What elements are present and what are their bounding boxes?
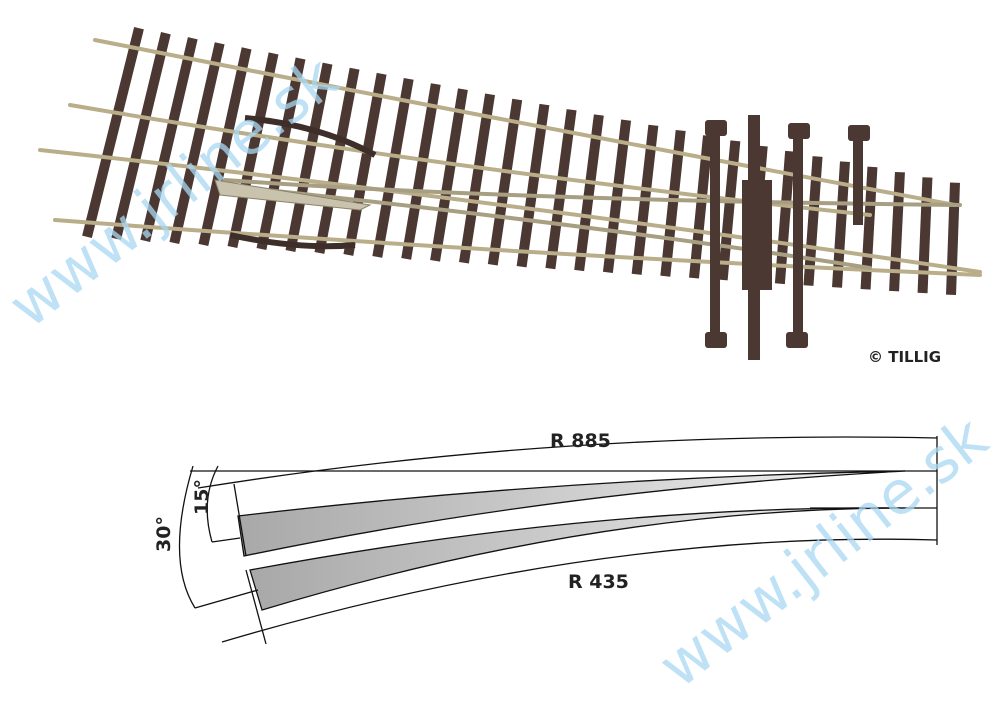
track-tie — [860, 166, 878, 290]
track-tie — [198, 47, 252, 247]
arc-r435 — [221, 538, 938, 643]
track-tie — [574, 114, 604, 272]
track-tie — [82, 26, 144, 239]
watermark: www.jrline.sk — [646, 403, 1000, 702]
track-tie — [140, 37, 198, 243]
track-tie — [889, 171, 905, 292]
track-tie — [832, 161, 850, 288]
track-tie — [343, 72, 387, 256]
track-tie — [314, 67, 360, 254]
rail — [53, 218, 982, 277]
track-tie — [487, 98, 523, 266]
track-tie — [459, 93, 495, 264]
rails — [38, 38, 982, 277]
rail — [93, 38, 957, 207]
frog — [214, 115, 377, 250]
track-tie — [946, 182, 960, 296]
angle-30-label: 30° — [153, 516, 175, 552]
track-tie — [401, 83, 441, 260]
track-tie — [169, 42, 225, 245]
angle-15-label: 15° — [191, 479, 213, 515]
track-tie — [545, 109, 577, 270]
angle-arc-30 — [178, 465, 196, 609]
arc-r885 — [197, 436, 938, 489]
turnout-diagram — [178, 436, 938, 645]
rail — [223, 178, 962, 207]
rail — [218, 183, 872, 270]
track-tie — [227, 52, 279, 249]
track-tie — [774, 150, 796, 285]
track-tie — [285, 62, 333, 252]
track-tie — [516, 103, 550, 268]
point-motor-bars — [705, 115, 870, 360]
track-tie — [256, 57, 306, 250]
copyright-label: © TILLIG — [868, 348, 941, 366]
track-tie — [111, 32, 171, 241]
radius-inner-label: R 435 — [568, 571, 629, 593]
angle-arc-15 — [206, 465, 219, 543]
track-tie — [917, 177, 933, 294]
radius-outer-label: R 885 — [550, 430, 611, 452]
rail — [38, 148, 982, 274]
track-tie — [602, 119, 632, 273]
track-tie — [430, 88, 468, 262]
track-tie — [372, 78, 414, 258]
track-tie — [803, 156, 823, 286]
